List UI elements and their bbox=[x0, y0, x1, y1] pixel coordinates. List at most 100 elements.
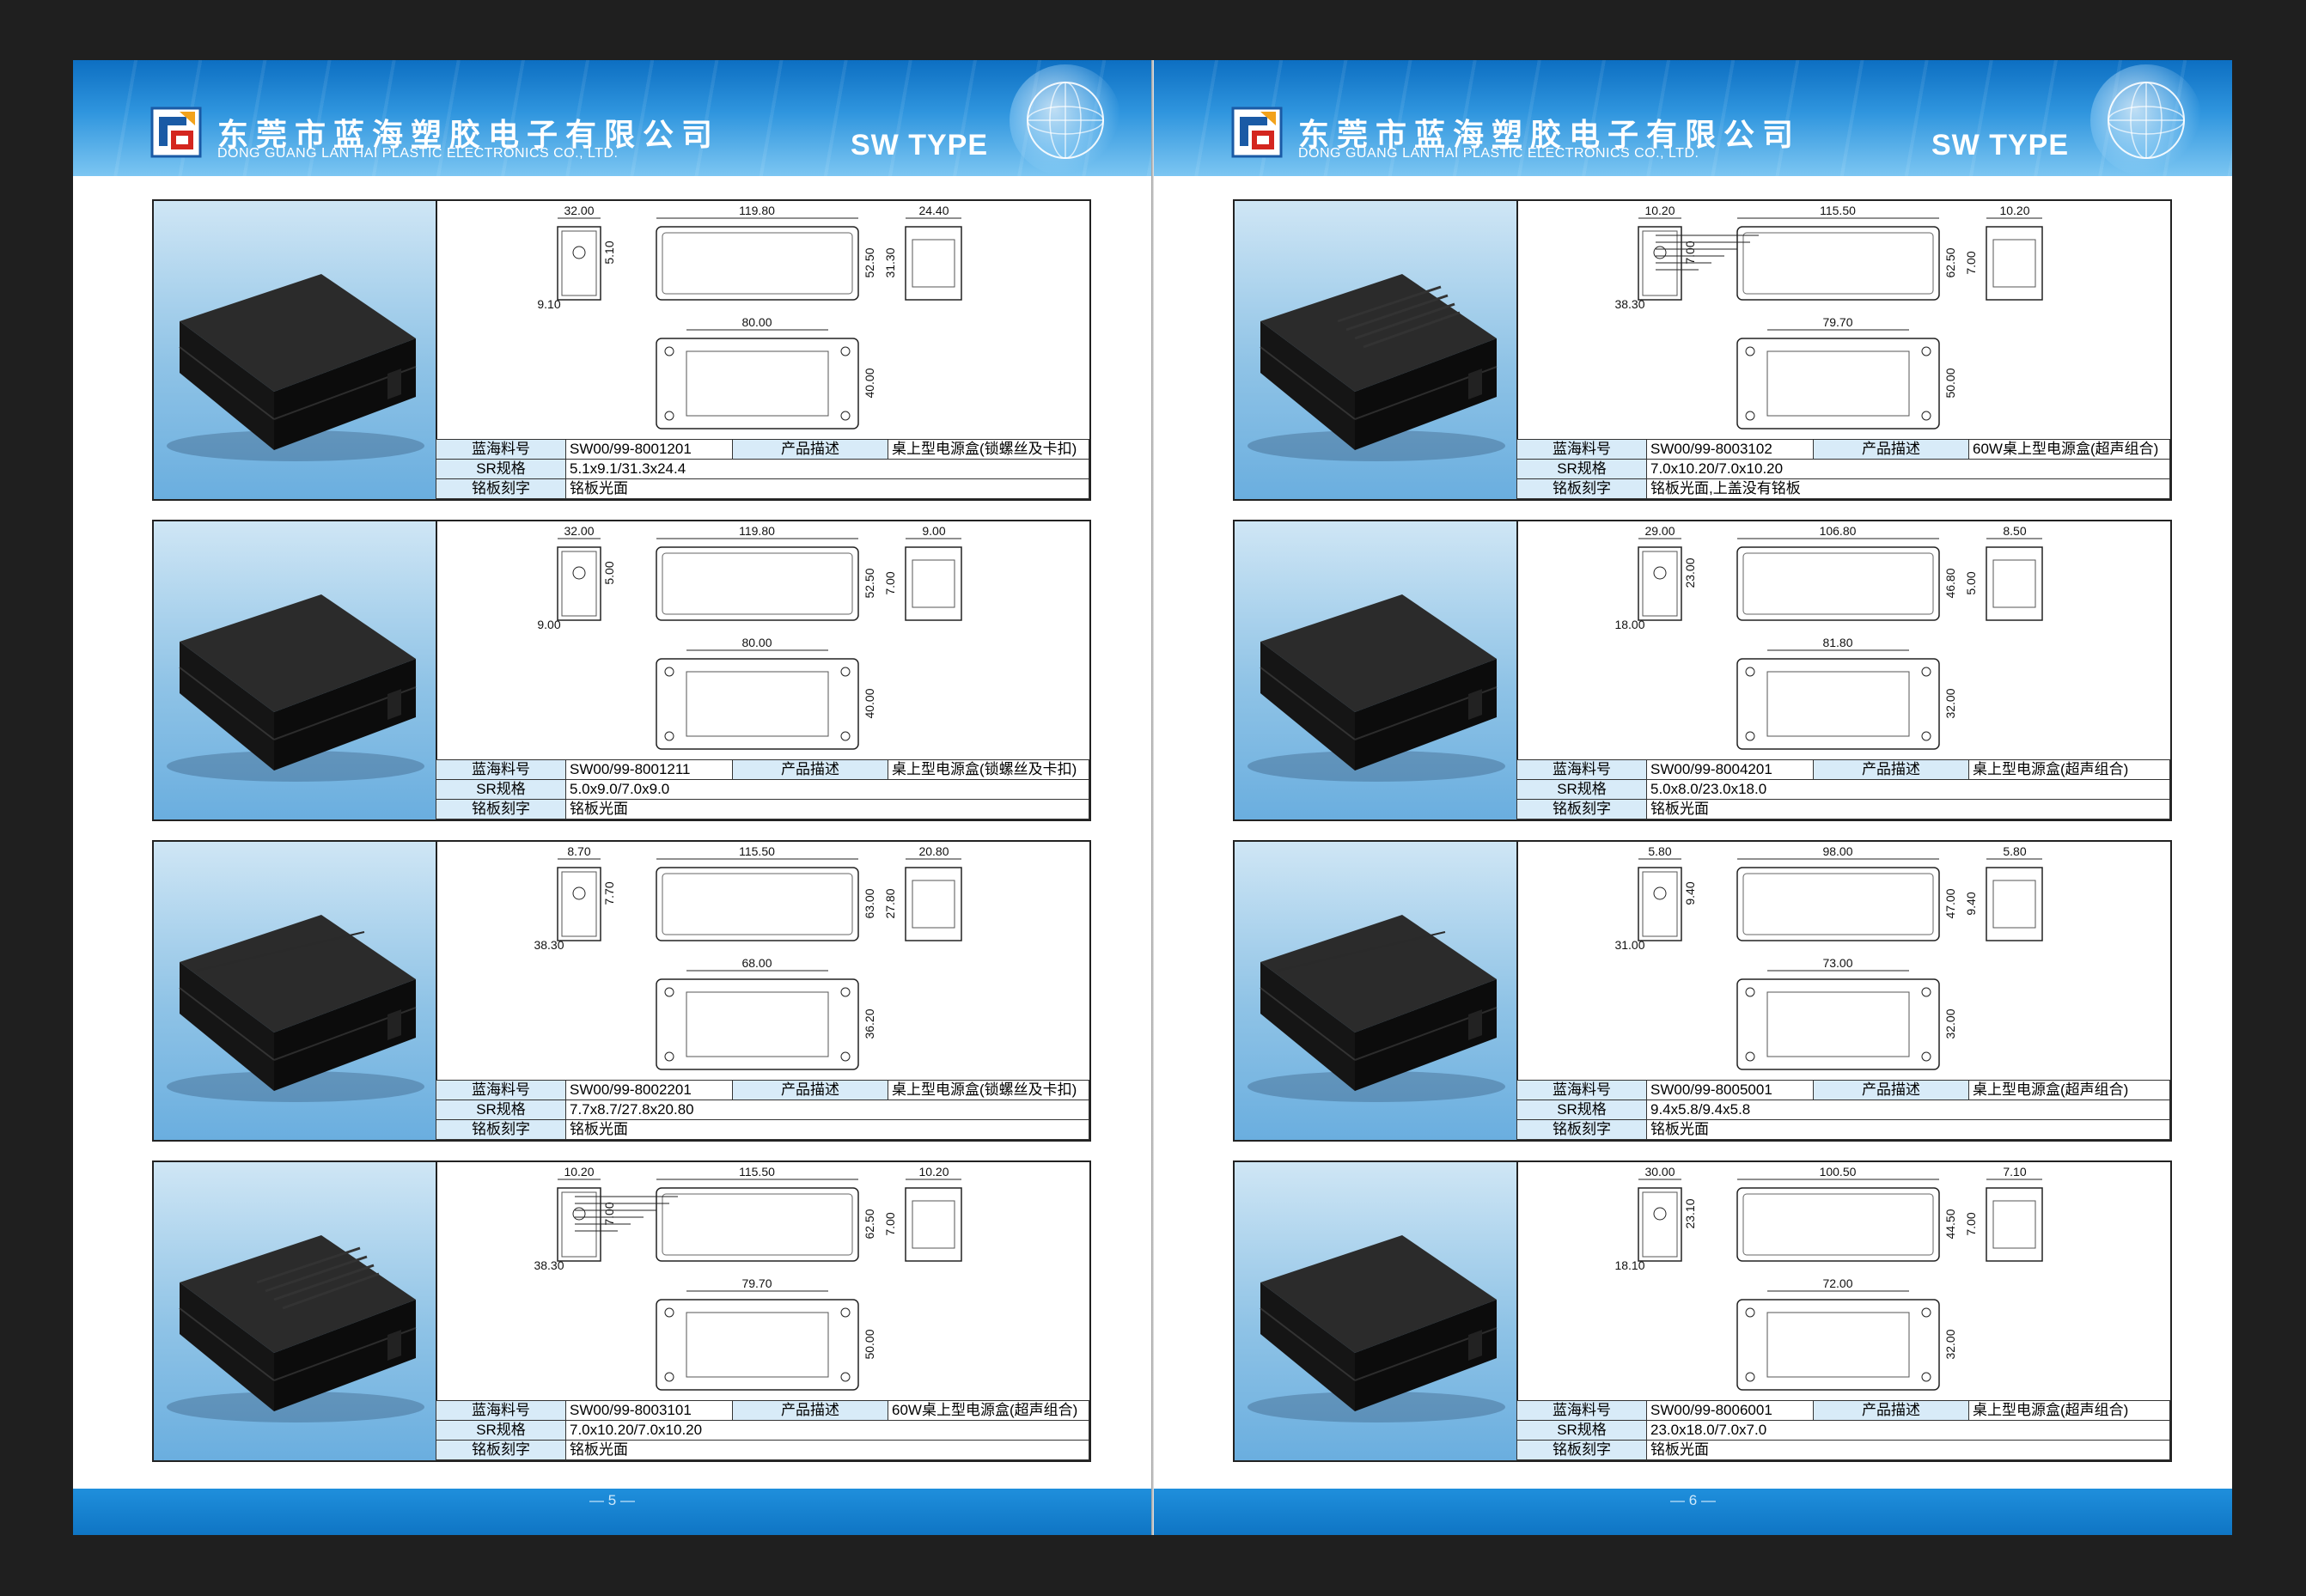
sr-label: SR规格 bbox=[1516, 1420, 1647, 1441]
product-photo bbox=[154, 521, 437, 819]
page-number: — 6 — bbox=[1670, 1492, 1716, 1508]
dimension-label: 10.20 bbox=[1644, 204, 1675, 217]
product-photo bbox=[1235, 201, 1518, 499]
dimension-label: 62.50 bbox=[863, 1209, 876, 1239]
dimension-label: 5.10 bbox=[602, 241, 616, 264]
dimension-label: 119.80 bbox=[739, 204, 775, 217]
dimension-label: 119.80 bbox=[739, 524, 775, 538]
dimension-label: 7.00 bbox=[1683, 241, 1697, 264]
dimension-label: 7.00 bbox=[1964, 1212, 1978, 1235]
sr-label: SR规格 bbox=[436, 1100, 566, 1120]
plate-value: 铭板光面 bbox=[565, 799, 1089, 819]
part-no-value: SW00/99-8004201 bbox=[1646, 759, 1814, 780]
dimension-label: 5.80 bbox=[2003, 844, 2026, 858]
company-logo-icon bbox=[1231, 107, 1283, 158]
dimension-label: 29.00 bbox=[1644, 524, 1675, 538]
dimension-label: 79.70 bbox=[741, 1276, 772, 1290]
dimension-label: 30.00 bbox=[1644, 1165, 1675, 1179]
plate-label: 铭板刻字 bbox=[1516, 1119, 1647, 1140]
desc-label: 产品描述 bbox=[732, 439, 888, 460]
spec-row-plate: 铭板刻字 铭板光面 bbox=[436, 799, 1089, 819]
dimension-label: 50.00 bbox=[863, 1329, 876, 1359]
sr-value: 5.1x9.1/31.3x24.4 bbox=[565, 459, 1089, 479]
page-number: — 5 — bbox=[589, 1492, 635, 1508]
part-no-value: SW00/99-8001201 bbox=[565, 439, 733, 460]
dimension-label: 7.00 bbox=[883, 1212, 897, 1235]
dimension-label: 63.00 bbox=[863, 888, 876, 918]
sr-value: 23.0x18.0/7.0x7.0 bbox=[1646, 1420, 2170, 1441]
plate-label: 铭板刻字 bbox=[1516, 478, 1647, 499]
dimension-label: 27.80 bbox=[883, 888, 897, 918]
dimension-label: 98.00 bbox=[1822, 844, 1852, 858]
part-no-label: 蓝海料号 bbox=[436, 1400, 566, 1421]
part-no-label: 蓝海料号 bbox=[1516, 759, 1647, 780]
sr-value: 5.0x9.0/7.0x9.0 bbox=[565, 779, 1089, 800]
plate-label: 铭板刻字 bbox=[436, 478, 566, 499]
dimension-label: 40.00 bbox=[863, 688, 876, 718]
spec-table: 蓝海料号 SW00/99-8003102 产品描述 60W桌上型电源盒(超声组合… bbox=[1516, 439, 2170, 499]
plate-value: 铭板光面 bbox=[1646, 1440, 2170, 1460]
spec-row-part: 蓝海料号 SW00/99-8006001 产品描述 桌上型电源盒(超声组合) bbox=[1516, 1400, 2170, 1421]
spec-row-sr: SR规格 23.0x18.0/7.0x7.0 bbox=[1516, 1420, 2170, 1441]
dimension-label: 5.80 bbox=[1648, 844, 1671, 858]
spec-row-sr: SR规格 9.4x5.8/9.4x5.8 bbox=[1516, 1100, 2170, 1120]
spec-table: 蓝海料号 SW00/99-8004201 产品描述 桌上型电源盒(超声组合) S… bbox=[1516, 759, 2170, 819]
part-no-label: 蓝海料号 bbox=[436, 439, 566, 460]
dimension-label: 8.50 bbox=[2003, 524, 2026, 538]
technical-drawing: 32.00 9.10 5.10 119.80 52.50 24.40 31.30 bbox=[437, 201, 1089, 439]
sr-label: SR规格 bbox=[436, 459, 566, 479]
plate-label: 铭板刻字 bbox=[436, 799, 566, 819]
part-no-value: SW00/99-8003102 bbox=[1646, 439, 1814, 460]
company-logo-icon bbox=[150, 107, 202, 158]
desc-value: 桌上型电源盒(超声组合) bbox=[1968, 1080, 2170, 1100]
dimension-label: 38.30 bbox=[534, 938, 564, 952]
desc-value: 桌上型电源盒(超声组合) bbox=[1968, 759, 2170, 780]
spec-row-plate: 铭板刻字 铭板光面 bbox=[436, 1119, 1089, 1140]
dimension-label: 9.40 bbox=[1683, 881, 1697, 905]
plate-value: 铭板光面 bbox=[565, 1440, 1089, 1460]
spec-table: 蓝海料号 SW00/99-8006001 产品描述 桌上型电源盒(超声组合) S… bbox=[1516, 1400, 2170, 1460]
desc-value: 桌上型电源盒(锁螺丝及卡扣) bbox=[888, 1080, 1089, 1100]
dimension-label: 106.80 bbox=[1820, 524, 1857, 538]
spec-row-plate: 铭板刻字 铭板光面 bbox=[1516, 799, 2170, 819]
desc-label: 产品描述 bbox=[732, 1400, 888, 1421]
part-no-value: SW00/99-8002201 bbox=[565, 1080, 733, 1100]
plate-value: 铭板光面 bbox=[565, 1119, 1089, 1140]
dimension-label: 10.20 bbox=[1999, 204, 2029, 217]
company-name-en: DONG GUANG LAN HAI PLASTIC ELECTRONICS C… bbox=[217, 146, 619, 161]
part-no-value: SW00/99-8005001 bbox=[1646, 1080, 1814, 1100]
dimension-label: 80.00 bbox=[741, 315, 772, 329]
spec-row-plate: 铭板刻字 铭板光面 bbox=[1516, 1440, 2170, 1460]
spec-row-sr: SR规格 7.7x8.7/27.8x20.80 bbox=[436, 1100, 1089, 1120]
dimension-label: 79.70 bbox=[1822, 315, 1852, 329]
technical-drawing: 29.00 18.00 23.00 106.80 46.80 8.50 5.00 bbox=[1518, 521, 2170, 759]
globe-icon bbox=[1010, 64, 1121, 176]
dimension-label: 9.10 bbox=[537, 297, 560, 311]
plate-label: 铭板刻字 bbox=[1516, 799, 1647, 819]
page-footer bbox=[73, 1489, 1151, 1535]
product-photo bbox=[1235, 1162, 1518, 1460]
product-card: 5.80 31.00 9.40 98.00 47.00 5.80 9.40 7 bbox=[1233, 840, 2172, 1142]
dimension-label: 20.80 bbox=[918, 844, 949, 858]
technical-drawing: 30.00 18.10 23.10 100.50 44.50 7.10 7.00 bbox=[1518, 1162, 2170, 1400]
dimension-label: 32.00 bbox=[564, 524, 594, 538]
part-no-value: SW00/99-8006001 bbox=[1646, 1400, 1814, 1421]
part-no-label: 蓝海料号 bbox=[436, 1080, 566, 1100]
technical-drawing: 10.20 38.30 7.00 115.50 62.50 10.20 7.00 bbox=[437, 1162, 1089, 1400]
sr-label: SR规格 bbox=[1516, 779, 1647, 800]
series-title: SW TYPE bbox=[1931, 129, 2070, 161]
dimension-label: 32.00 bbox=[1943, 1329, 1957, 1359]
sr-label: SR规格 bbox=[436, 1420, 566, 1441]
dimension-label: 7.00 bbox=[1964, 251, 1978, 274]
page-footer bbox=[1154, 1489, 2232, 1535]
part-no-value: SW00/99-8003101 bbox=[565, 1400, 733, 1421]
dimension-label: 32.00 bbox=[1943, 1008, 1957, 1039]
company-name-cn: 东莞市蓝海塑胶电子有限公司 bbox=[1298, 117, 1802, 153]
dimension-label: 47.00 bbox=[1943, 888, 1957, 918]
dimension-label: 40.00 bbox=[863, 368, 876, 398]
desc-label: 产品描述 bbox=[1813, 1080, 1969, 1100]
dimension-label: 9.00 bbox=[537, 618, 560, 631]
dimension-label: 80.00 bbox=[741, 636, 772, 649]
part-no-value: SW00/99-8001211 bbox=[565, 759, 733, 780]
desc-value: 桌上型电源盒(超声组合) bbox=[1968, 1400, 2170, 1421]
